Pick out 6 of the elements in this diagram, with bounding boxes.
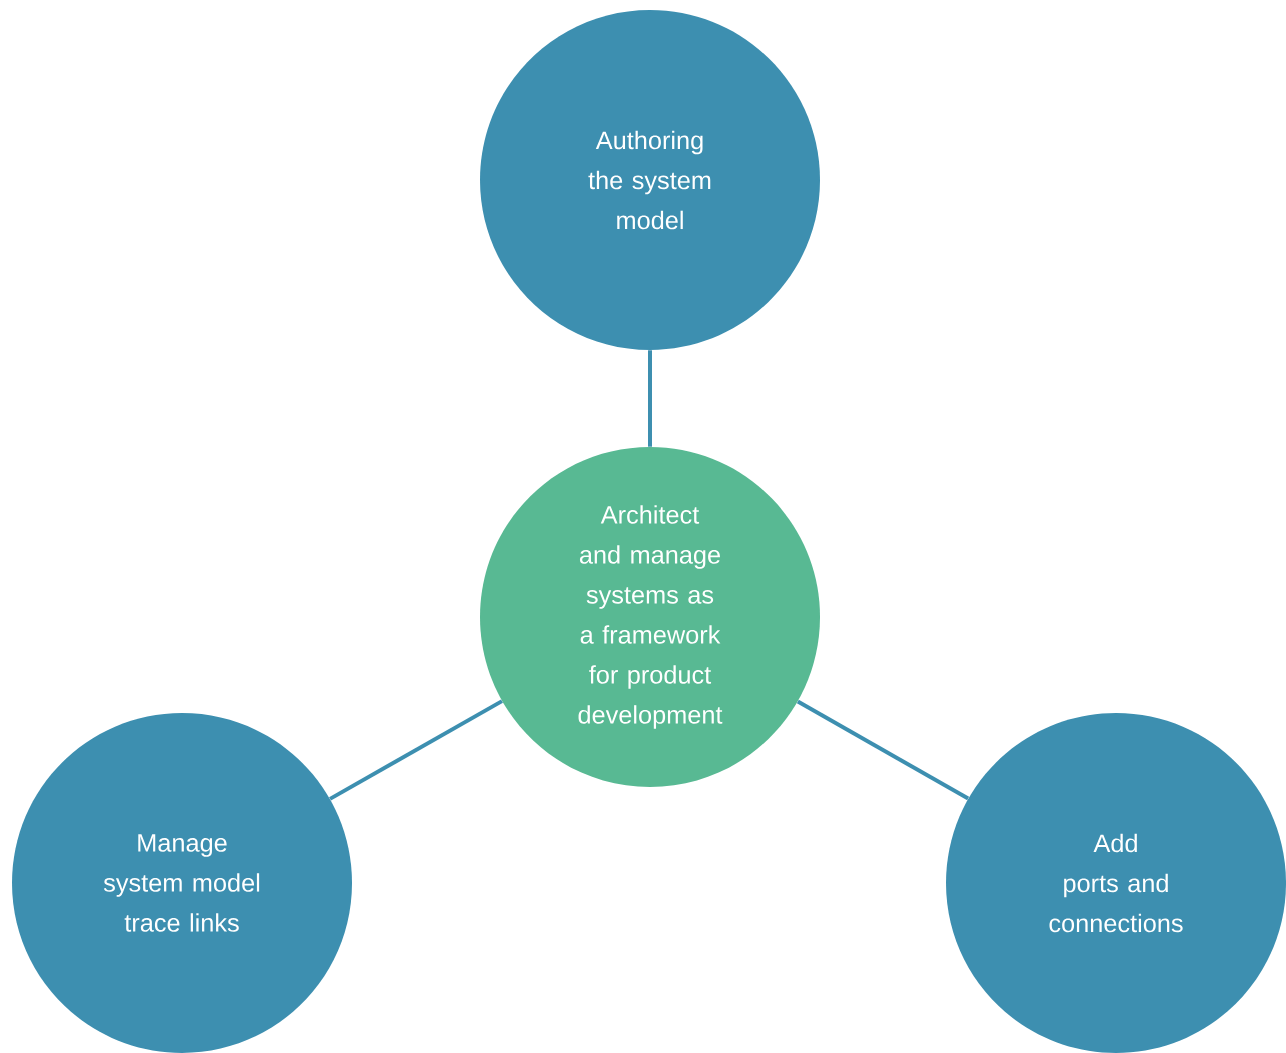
circle-node: Manage system model trace links	[12, 713, 352, 1053]
connector-line	[648, 350, 652, 447]
circle-node: Add ports and connections	[946, 713, 1286, 1053]
connector-line	[796, 699, 970, 801]
connector-line	[329, 699, 503, 801]
circle-node: Authoring the system model	[480, 10, 820, 350]
